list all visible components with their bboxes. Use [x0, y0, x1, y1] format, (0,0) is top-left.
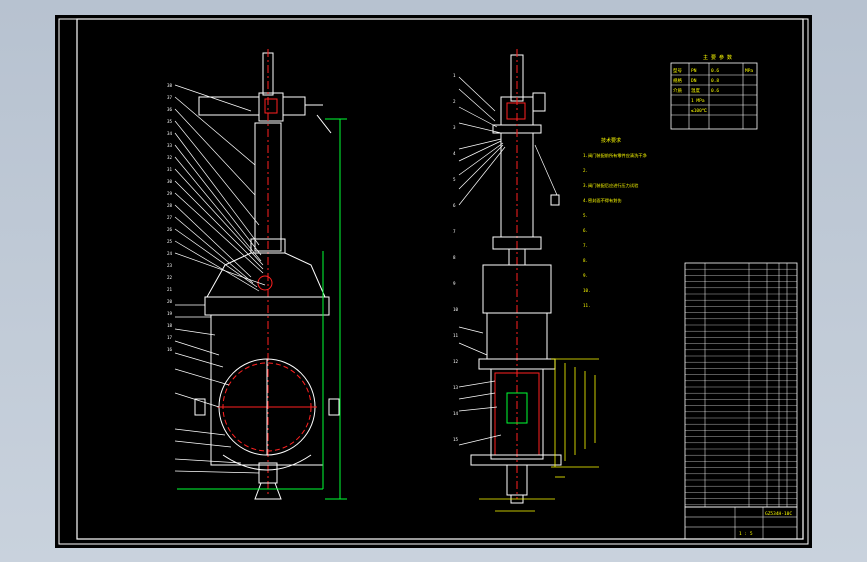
part-label: 29 [167, 191, 173, 196]
part-label: 37 [167, 95, 173, 100]
part-label: 4 [453, 151, 456, 156]
notes-line: 10. [583, 288, 591, 293]
param-table-cell: ≤100℃ [691, 108, 708, 114]
part-label: 5 [453, 177, 456, 182]
part-label: 18 [167, 323, 173, 328]
param-table-title: 主 要 参 数 [703, 54, 732, 61]
part-label: 8 [453, 255, 456, 260]
part-label: 14 [453, 411, 459, 416]
part-label: 36 [167, 107, 173, 112]
part-label: 19 [167, 311, 173, 316]
drawing-scale: 1 : 5 [739, 531, 753, 537]
part-label: 9 [453, 281, 456, 286]
notes-line: 4.密封面不得有划伤 [583, 197, 622, 204]
notes-line: 3.阀门装配后应进行压力试验 [583, 182, 639, 189]
part-label: 25 [167, 239, 173, 244]
left-view [174, 49, 347, 500]
part-label: 17 [167, 335, 173, 340]
param-table-cell: 介质 [673, 87, 682, 94]
parts-list [684, 262, 798, 508]
part-label: 7 [453, 229, 456, 234]
param-table-cell: 温度 [691, 87, 700, 94]
param-table-cell: 1 MPa [691, 98, 705, 104]
param-table-cell: 0.6 [711, 88, 719, 94]
param-table-cell: MPa [745, 68, 753, 74]
part-label: 20 [167, 299, 173, 304]
notes-line: 8. [583, 258, 588, 263]
drawing-canvas[interactable]: 主 要 参 数 型号 PN 0.6 MPa 规格 DN 0.8 介质 温度 0.6 1 MPa ≤10… [55, 15, 812, 548]
notes-title: 技术要求 [601, 137, 621, 144]
valve-assembly-drawing: 主 要 参 数 型号 PN 0.6 MPa 规格 DN 0.8 介质 温度 0.6 1 MPa ≤10… [58, 18, 809, 545]
part-label: 30 [167, 179, 173, 184]
part-label: 28 [167, 203, 173, 208]
part-label: 31 [167, 167, 173, 172]
part-label: 32 [167, 155, 173, 160]
part-label: 16 [167, 347, 173, 352]
part-label: 23 [167, 263, 173, 268]
notes-line: 11. [583, 303, 591, 308]
param-table-cell: PN [691, 68, 697, 74]
part-label: 6 [453, 203, 456, 208]
part-label: 13 [453, 385, 459, 390]
notes-line: 7. [583, 243, 588, 248]
notes-line: 9. [583, 273, 588, 278]
part-label: 34 [167, 131, 173, 136]
left-view-labels: 38 37 36 35 34 33 32 31 30 29 28 27 26 25 24 23 22 21 20 19… [167, 83, 173, 352]
right-view [458, 49, 599, 512]
part-label: 26 [167, 227, 173, 232]
technical-notes: 技术要求 1.阀门装配前所有零件应清洗干净 2. 3.阀门装配后应进行压力试验 4.密… [583, 137, 647, 308]
part-label: 12 [453, 359, 459, 364]
part-label: 24 [167, 251, 173, 256]
part-label: 3 [453, 125, 456, 130]
notes-line: 5. [583, 213, 588, 218]
title-block: GZ534H-10C 1 : 5 [684, 506, 798, 540]
part-label: 15 [453, 437, 459, 442]
param-table-cell: DN [691, 78, 697, 84]
part-label: 33 [167, 143, 173, 148]
param-table-cell: 规格 [673, 77, 682, 84]
part-label: 27 [167, 215, 173, 220]
param-table-cell: 型号 [673, 67, 682, 74]
notes-line: 2. [583, 168, 588, 173]
part-label: 22 [167, 275, 173, 280]
notes-line: 1.阀门装配前所有零件应清洗干净 [583, 152, 647, 159]
notes-line: 6. [583, 228, 588, 233]
part-label: 35 [167, 119, 173, 124]
part-label: 38 [167, 83, 173, 88]
param-table-cell: 0.6 [711, 68, 719, 74]
part-label: 10 [453, 307, 459, 312]
inner-frame [76, 18, 804, 540]
part-label: 2 [453, 99, 456, 104]
param-table-cell: 0.8 [711, 78, 719, 84]
parameter-table: 主 要 参 数 型号 PN 0.6 MPa 规格 DN 0.8 介质 温度 0.6 1 MPa ≤10… [670, 54, 758, 130]
part-label: 1 [453, 73, 456, 78]
part-label: 11 [453, 333, 459, 338]
part-label: 21 [167, 287, 173, 292]
drawing-number: GZ534H-10C [765, 511, 792, 517]
